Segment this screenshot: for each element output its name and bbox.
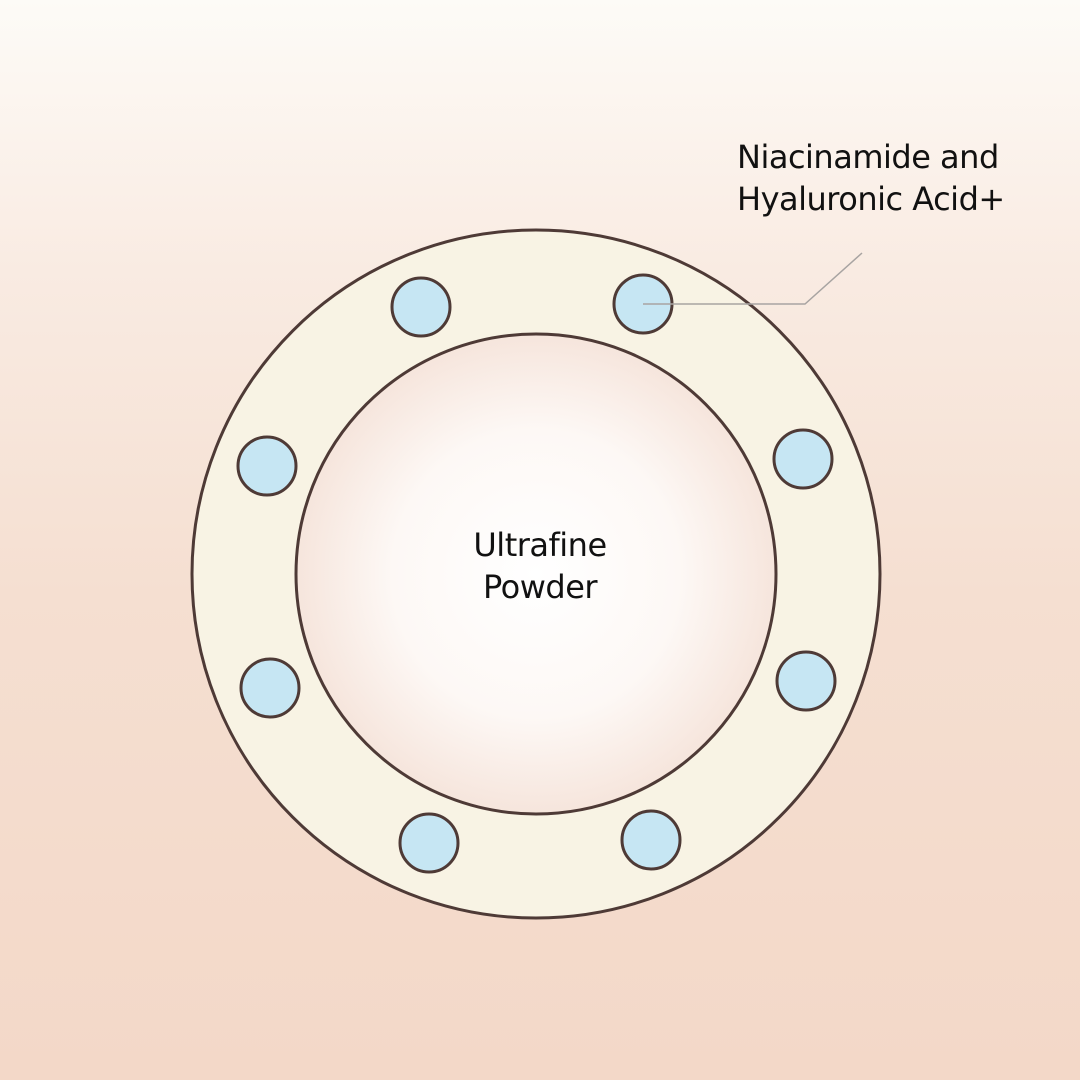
callout-line-2: Hyaluronic Acid+ (737, 180, 1005, 218)
callout-label: Niacinamide and Hyaluronic Acid+ (737, 136, 1005, 220)
core-label: Ultrafine Powder (436, 524, 644, 608)
active-ingredient-bead (772, 428, 834, 490)
inner-core (294, 332, 778, 816)
core-line-2: Powder (482, 568, 598, 606)
active-ingredient-bead (390, 276, 452, 338)
active-ingredient-bead (398, 812, 460, 874)
active-ingredient-bead (236, 435, 298, 497)
core-line-1: Ultrafine (473, 526, 607, 564)
active-ingredient-bead (620, 809, 682, 871)
active-ingredient-bead (775, 650, 837, 712)
callout-leader-line (643, 252, 863, 305)
callout-line-1: Niacinamide and (737, 138, 999, 176)
active-ingredient-bead (239, 657, 301, 719)
